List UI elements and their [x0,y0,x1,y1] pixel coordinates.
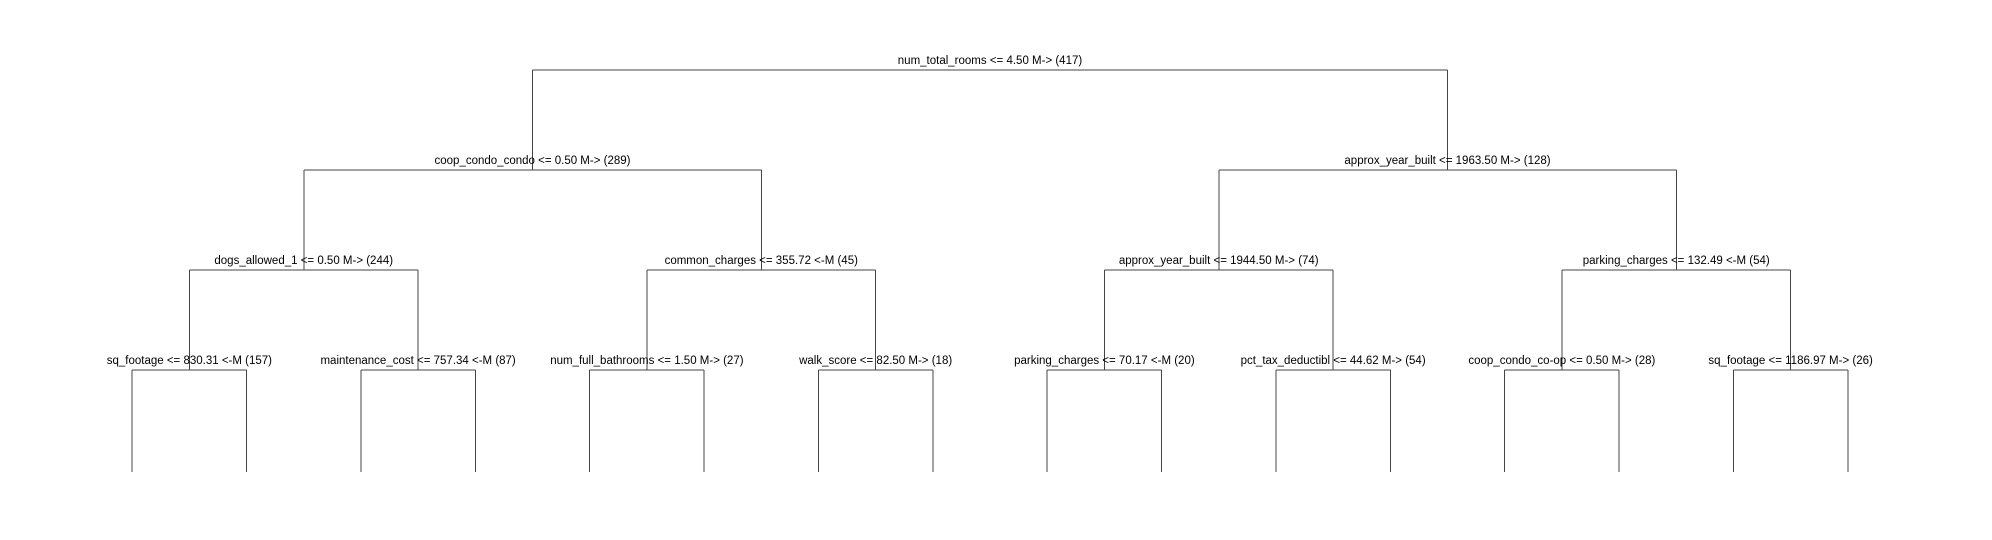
node-label: approx_year_built <= 1963.50 M-> (128) [1344,155,1550,167]
node-label: common_charges <= 355.72 <-M (45) [665,255,859,267]
node-label: maintenance_cost <= 757.34 <-M (87) [320,355,515,367]
node-label: approx_year_built <= 1944.50 M-> (74) [1119,255,1319,267]
node-label: sq_footage <= 1186.97 M-> (26) [1708,355,1873,367]
node-label: coop_condo_co-op <= 0.50 M-> (28) [1468,355,1655,367]
node-label: sq_footage <= 830.31 <-M (157) [107,355,272,367]
node-label: coop_condo_condo <= 0.50 M-> (289) [435,155,631,167]
node-label: pct_tax_deductibl <= 44.62 M-> (54) [1241,355,1426,367]
node-label: parking_charges <= 132.49 <-M (54) [1583,255,1770,267]
node-label: walk_score <= 82.50 M-> (18) [798,355,952,367]
node-label: num_full_bathrooms <= 1.50 M-> (27) [550,355,744,367]
node-label: dogs_allowed_1 <= 0.50 M-> (244) [214,255,393,267]
node-label: parking_charges <= 70.17 <-M (20) [1014,355,1195,367]
node-label: num_total_rooms <= 4.50 M-> (417) [898,55,1083,67]
